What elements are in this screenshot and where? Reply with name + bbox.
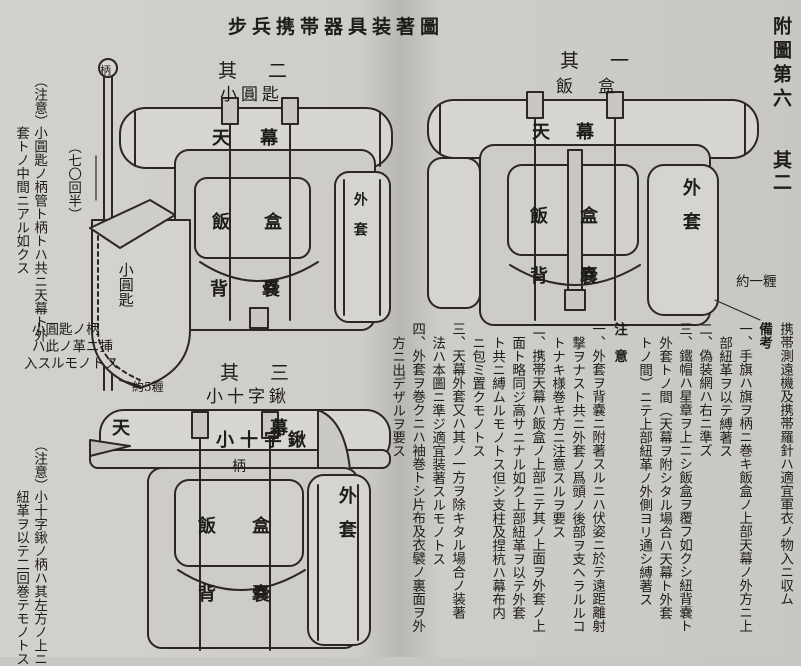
figure3-handle-label: 柄: [232, 459, 246, 475]
figure2-bento-label: 飯盒: [212, 212, 316, 233]
chui-item-1c: トナキ様巻キ方ニ注意スルヲ要ス: [549, 336, 566, 539]
figure2-shovel-label: 小圓匙: [116, 262, 135, 307]
figure3-note-line-2: 紐革ヲ以テ二回巻テモノトス: [13, 490, 30, 666]
figure1-coat-label: 外套: [679, 178, 701, 246]
figure3-backpack-label: 背嚢: [198, 584, 306, 605]
figure2-tent-label: 天幕: [212, 128, 308, 149]
figure3-drawing: [89, 409, 391, 651]
chui-item-2: 二、携帯天幕ハ飯盒ノ上部ニテ其ノ上面ヲ外套ノ上: [529, 322, 546, 633]
page-title: 步兵携帯器具装著圖: [228, 16, 445, 38]
figure2-coat-label: 外套: [351, 192, 368, 252]
figure2-name: 小圓匙: [220, 85, 283, 105]
bikou-item-1b: 部紐革ヲ以テ縛著ス: [716, 336, 733, 458]
chui-item-2b: 面ト略同ジ高サニナル如ク上部紐革ヲ以テ外套: [509, 336, 526, 620]
figure2-side-line-3: 入スルモノトス: [24, 356, 119, 372]
figure2-side-line-1: 小圓匙ノ柄: [32, 322, 100, 338]
chui-item-2d: ニ包ミ置クモノトス: [469, 336, 486, 458]
bikou-item-3c: トノ間）ニテ上部紐革ノ外側ヨリ通シ縛著ス: [636, 336, 653, 606]
figure3-number: 其 三: [220, 362, 296, 384]
bikou-item-2: 二、偽装網ハ右ニ準ズ: [696, 322, 713, 457]
chui-item-3b: 法ハ本圖ニ準ジ適宜装著スルモノトス: [429, 336, 446, 566]
figure2-distance-label: 約5糎: [132, 380, 164, 394]
figure2-drawing: [89, 58, 393, 391]
figure3-note-line-1: 小十字鍬ノ柄ハ其左方ノ上ニ: [31, 490, 48, 666]
chui-heading: 注 意: [611, 322, 628, 363]
figure2-length-label: （七〇回半）: [65, 140, 82, 221]
figure3-note-head: （注意）: [31, 438, 48, 492]
bikou-item-3b: 外套トノ間（天幕ヲ附シタル場合ハ天幕ト外套: [656, 336, 673, 620]
bikou-heading: 備考: [756, 322, 773, 349]
figure2-note-head: （注意）: [31, 74, 48, 128]
plate-label: 附圖第六: [769, 16, 792, 112]
text-intro: 携帯測遠機及携帯羅針ハ適宜軍衣ノ物入ニ収ム: [777, 322, 794, 606]
figure3-tent-label: 天幕: [112, 418, 428, 439]
figure1-strap-label: 約一糎: [736, 274, 777, 290]
bikou-item-3: 三、鐵帽ハ星章ヲ上ニシ飯盒ヲ覆フ如クシ紐背嚢ト: [676, 322, 693, 633]
figure2-note-line-2: 套トノ中間ニアル如クス: [13, 126, 30, 275]
figure1-backpack-label: 背嚢: [530, 266, 630, 287]
chui-item-3: 三、天幕外套又ハ其ノ一方ヲ除キタル場合ノ装著: [449, 322, 466, 619]
figure1-bento-label: 飯盒: [530, 206, 630, 227]
chui-item-1: 一、外套ヲ背嚢ニ附著スルニハ伏姿ニ於テ遠距離射: [589, 322, 606, 633]
figure2-number: 其 二: [218, 60, 294, 82]
bikou-item-1: 一、手旗ハ旗ヲ柄ニ巻キ飯盒ノ上部天幕ノ外方ニ上: [736, 322, 753, 633]
figure3-name: 小十字鍬: [206, 387, 290, 407]
chui-item-4: 四、外套ヲ巻クニハ袖巻トシ片布及衣襞ノ裏面ヲ外: [409, 322, 426, 633]
plate-sub-label: 其二: [769, 150, 792, 194]
figure3-coat-label: 外套: [335, 486, 357, 554]
figure1-drawing: [427, 91, 761, 326]
figure1-tent-label: 天幕: [532, 122, 620, 143]
figure2-note-line-1: 小圓匙ノ柄管ト柄トハ共ニ天幕ト外: [31, 126, 48, 342]
chui-item-2c: ト共ニ縛ムルモノトス但シ支柱及捏杭ハ幕布内: [489, 336, 506, 620]
figure1-number: 其 一: [560, 50, 636, 72]
figure2-backpack-label: 背嚢: [210, 279, 314, 300]
figure1-name: 飯 盒: [556, 77, 619, 97]
chui-item-4b: 方ニ出デザルヲ要ス: [389, 336, 406, 458]
figure3-pick-label: 小十字鍬: [216, 430, 312, 451]
figure2-handle-label: 柄: [100, 64, 111, 77]
figure2-side-line-2: ハ此ノ革ニ挿: [32, 339, 113, 355]
chui-item-1b: 撃ヲナスト共ニ外套ノ爲頭ノ後部ヲ支ヘラルルコ: [569, 336, 586, 633]
figure3-bento-label: 飯盒: [198, 516, 306, 537]
